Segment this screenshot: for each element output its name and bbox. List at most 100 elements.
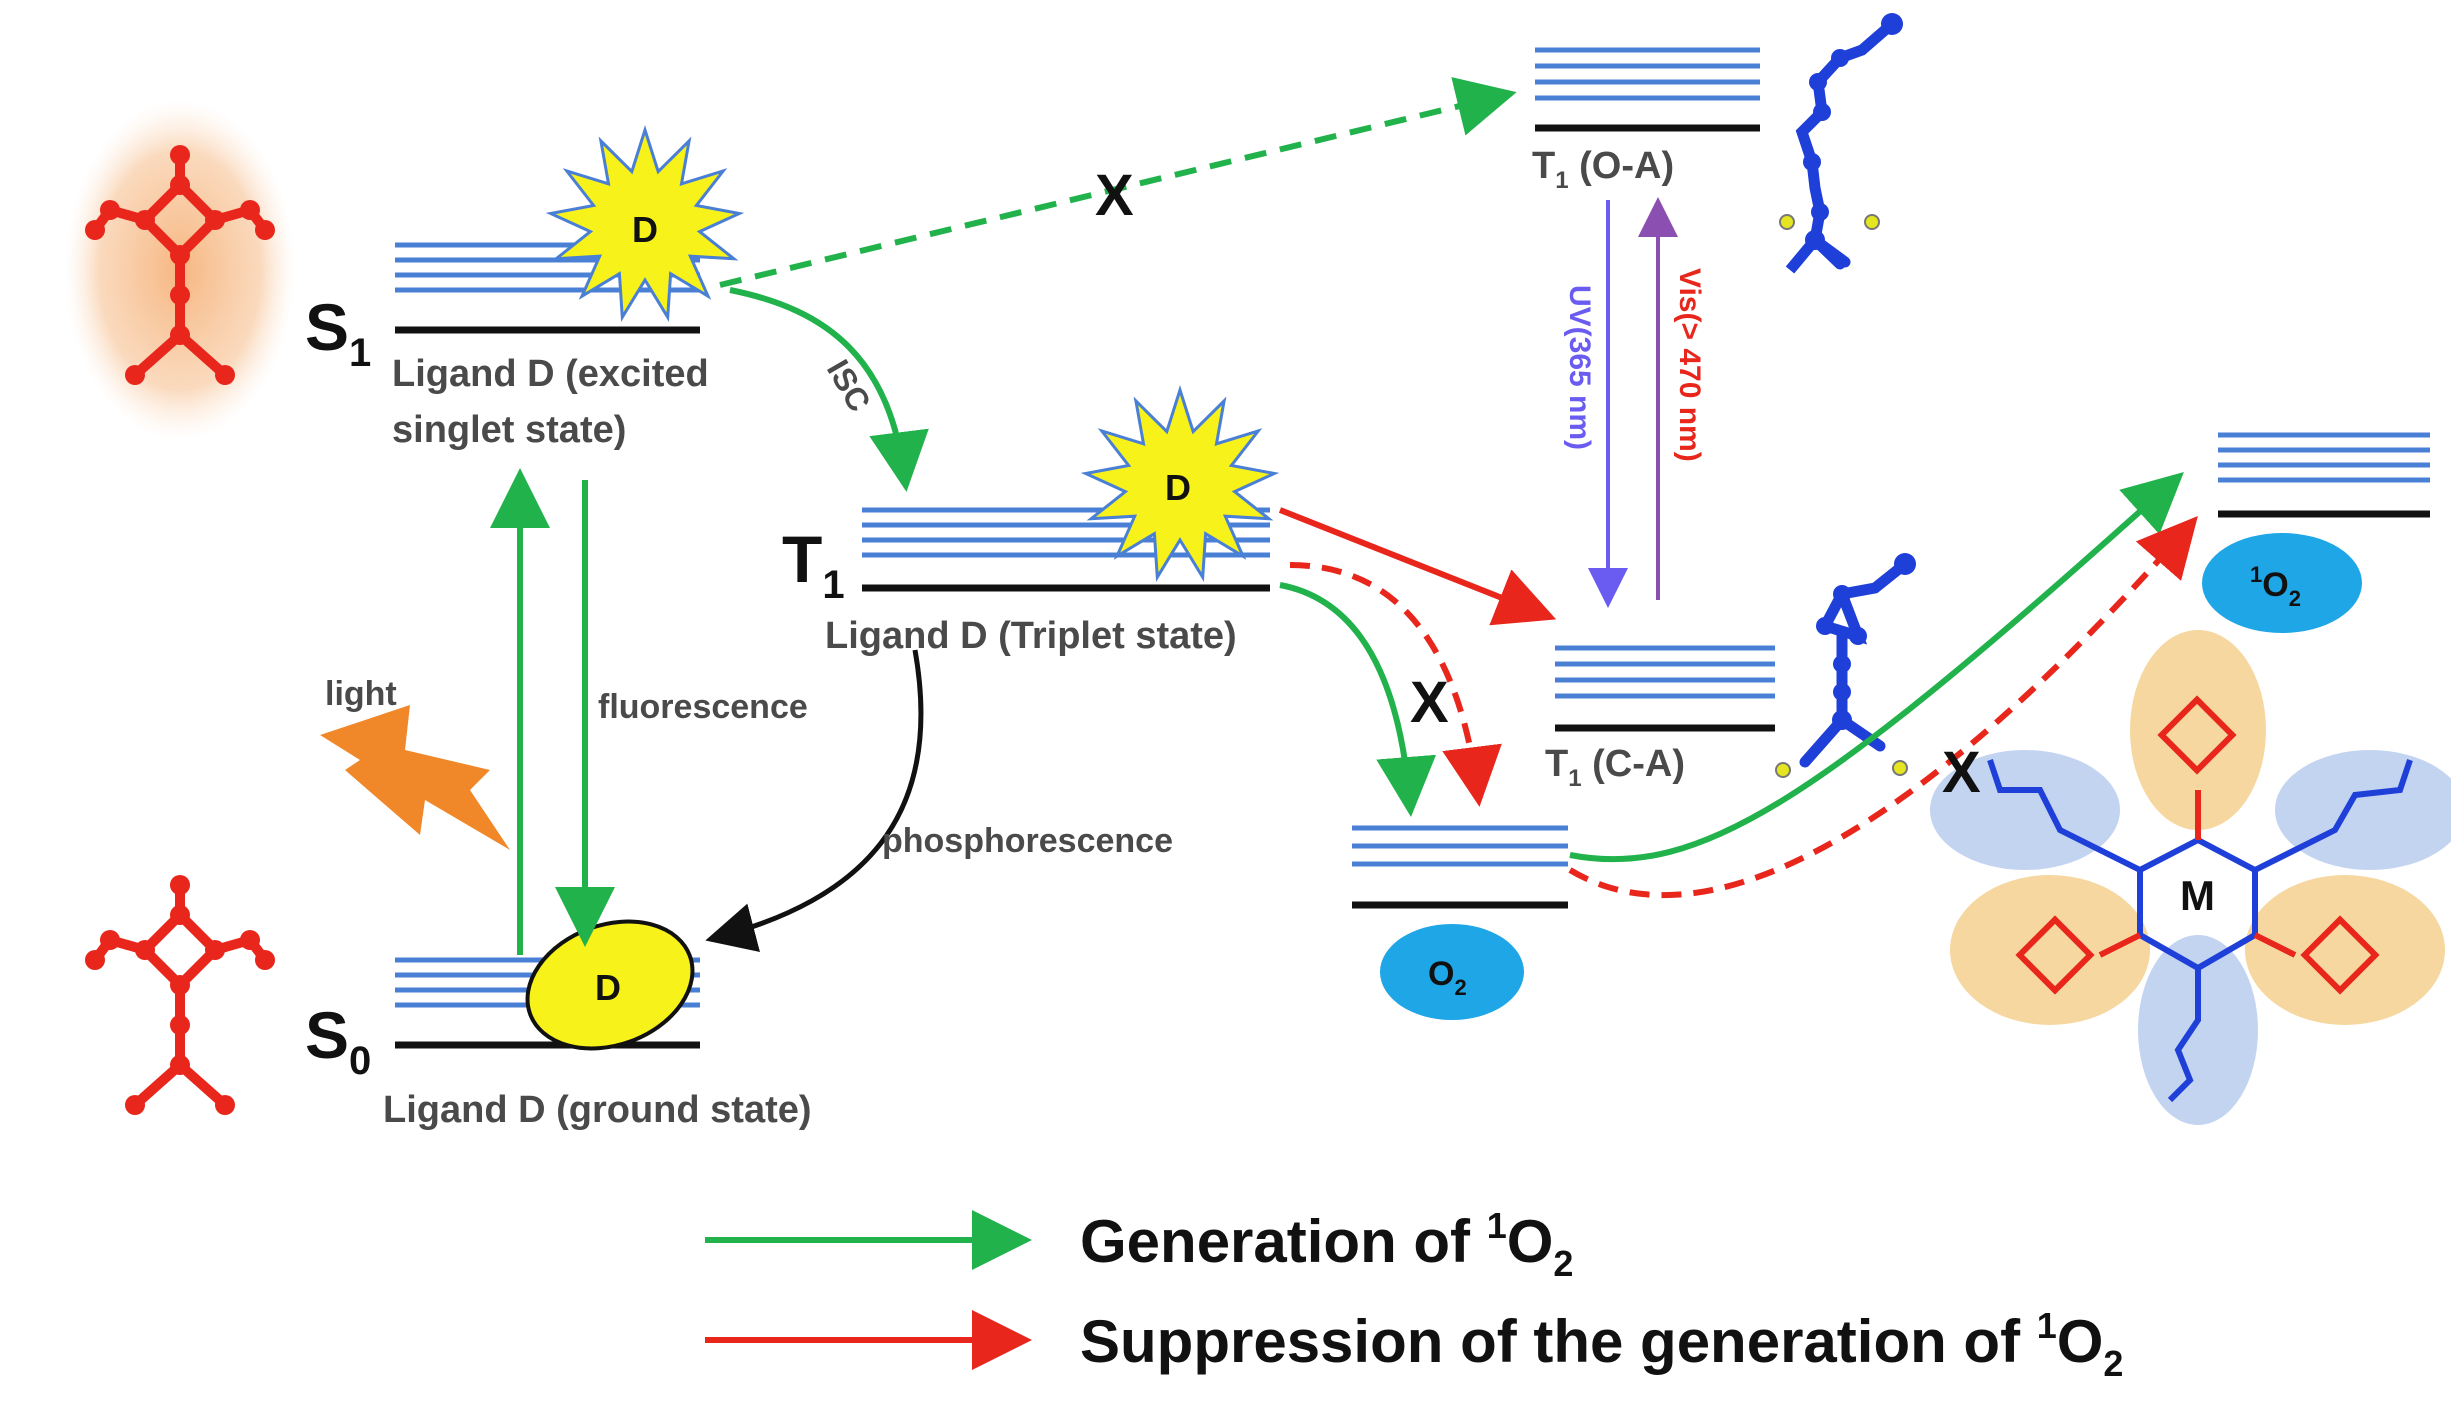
- legend-suppression-base: O: [2057, 1308, 2104, 1375]
- molecule-atom: [170, 245, 190, 265]
- molecule-atom: [135, 940, 155, 960]
- legend-generation-sub: 2: [1553, 1243, 1573, 1284]
- singlet-o2-base: O: [2262, 566, 2288, 604]
- legend-suppression-sup: 1: [2037, 1305, 2057, 1346]
- molecule-atom: [215, 365, 235, 385]
- molecule-atom: [205, 940, 225, 960]
- molecule-atom: [240, 200, 260, 220]
- legend-suppression-prefix: Suppression of the generation of: [1080, 1308, 2037, 1375]
- legend-suppression-text: Suppression of the generation of 1O2: [1080, 1305, 2123, 1384]
- label-t1: Ligand D (Triplet state): [825, 615, 1237, 657]
- molecule-open-oa-icon: [1779, 13, 1903, 274]
- svg-text:O2: O2: [1428, 955, 1467, 1000]
- state-t1-base: T: [782, 522, 822, 596]
- label-light: light: [325, 675, 397, 713]
- starburst-icon-t1: D: [1080, 385, 1280, 583]
- molecule-atom: [170, 145, 190, 165]
- arrow-t1-to-tca: [1278, 507, 1557, 626]
- molecule-atom: [170, 905, 190, 925]
- label-fluorescence: fluorescence: [598, 688, 808, 726]
- legend: Generation of 1O2 Suppression of the gen…: [705, 1205, 2123, 1384]
- state-t1: T1: [782, 522, 845, 607]
- level-o2: [1352, 825, 1568, 909]
- state-s0-sub: 0: [349, 1039, 371, 1083]
- molecule-atom: [205, 210, 225, 230]
- legend-generation-sup: 1: [1487, 1205, 1507, 1246]
- state-t1-sub: 1: [822, 563, 844, 607]
- dye-label-s0: D: [595, 967, 621, 1008]
- molecule-bond: [137, 907, 223, 993]
- molecule-atom: [170, 175, 190, 195]
- label-vis: Vis(> 470 nm): [1673, 268, 1706, 462]
- label-t1-oa-base: T: [1532, 145, 1555, 187]
- arrow-phosphorescence: [705, 649, 924, 953]
- molecule-open-ca-icon: [1775, 553, 1916, 778]
- molecule-atom: [170, 875, 190, 895]
- molecule-closed-ground-icon: [85, 875, 275, 1115]
- state-s0: S0: [305, 998, 371, 1083]
- legend-suppression-sub: 2: [2103, 1343, 2123, 1384]
- ellipse-icon-s0: D: [525, 919, 695, 1051]
- arrow-o2-to-singlet: [1569, 471, 2184, 863]
- state-s1: S1: [305, 290, 371, 375]
- molecule-closed-excited-icon: [65, 100, 295, 440]
- label-s1-line2: singlet state): [392, 409, 626, 451]
- metal-complex-icon: M: [1930, 630, 2451, 1125]
- label-t1-ca-rest: (C-A): [1582, 743, 1685, 785]
- molecule-bond: [175, 330, 230, 380]
- arrow-t1-to-o2-blocked: [1289, 562, 1502, 807]
- metal-label: M: [2180, 872, 2215, 919]
- starburst-icon-s1: D: [545, 125, 745, 323]
- cross-mark-o2-singlet: X: [1942, 740, 1981, 805]
- label-t1-ca-base: T: [1545, 743, 1568, 785]
- o2-sub: 2: [1454, 975, 1466, 1000]
- arrow-t1-to-o2: [1279, 582, 1437, 817]
- dye-label-t1: D: [1165, 467, 1191, 508]
- molecule-bond: [130, 1060, 185, 1110]
- arrow-isc: [729, 287, 929, 492]
- oxygen-ellipse: O2: [1380, 924, 1524, 1020]
- molecule-atom: [100, 200, 120, 220]
- molecule-atom: [85, 950, 105, 970]
- singlet-o2-sub: 2: [2289, 586, 2301, 611]
- molecule-bond: [130, 330, 185, 380]
- legend-generation-base: O: [1507, 1208, 1554, 1275]
- molecule-atom: [170, 285, 190, 305]
- singlet-oxygen-ellipse: 1O2: [2202, 533, 2362, 633]
- level-t1-ca: [1555, 645, 1775, 732]
- label-t1-ca: T1 (C-A): [1545, 743, 1685, 792]
- o2-base: O: [1428, 955, 1454, 993]
- cross-mark-t1-o2: X: [1410, 670, 1449, 735]
- label-t1-oa-sub: 1: [1555, 167, 1568, 194]
- molecule-atom: [125, 365, 145, 385]
- molecule-atom: [170, 1055, 190, 1075]
- label-t1-oa-rest: (O-A): [1569, 145, 1675, 187]
- legend-generation-prefix: Generation of: [1080, 1208, 1487, 1275]
- label-s1-line1: Ligand D (excited: [392, 353, 709, 395]
- level-singlet: [2218, 432, 2430, 518]
- lightning-icon: [320, 705, 510, 850]
- molecule-atom: [215, 1095, 235, 1115]
- label-uv: UV(365 nm): [1563, 285, 1596, 450]
- molecule-atom: [240, 930, 260, 950]
- label-t1-oa: T1 (O-A): [1532, 145, 1674, 194]
- singlet-o2-sup: 1: [2250, 562, 2262, 587]
- molecule-bond: [175, 1060, 230, 1110]
- molecule-atom: [170, 975, 190, 995]
- legend-generation-text: Generation of 1O2: [1080, 1205, 1573, 1284]
- label-isc: ISC: [820, 354, 878, 418]
- label-s0: Ligand D (ground state): [383, 1089, 812, 1131]
- molecule-atom: [255, 950, 275, 970]
- state-s0-base: S: [305, 998, 349, 1072]
- arrow-s1-to-toa-blocked: [719, 77, 1517, 288]
- molecule-atom: [125, 1095, 145, 1115]
- level-t1-oa: [1535, 47, 1760, 132]
- dye-label-s1: D: [632, 209, 658, 250]
- molecule-atom: [170, 325, 190, 345]
- arrow-o2-to-singlet-blocked: [1568, 515, 2198, 898]
- state-s1-sub: 1: [349, 331, 371, 375]
- molecule-atom: [170, 1015, 190, 1035]
- molecule-atom: [135, 210, 155, 230]
